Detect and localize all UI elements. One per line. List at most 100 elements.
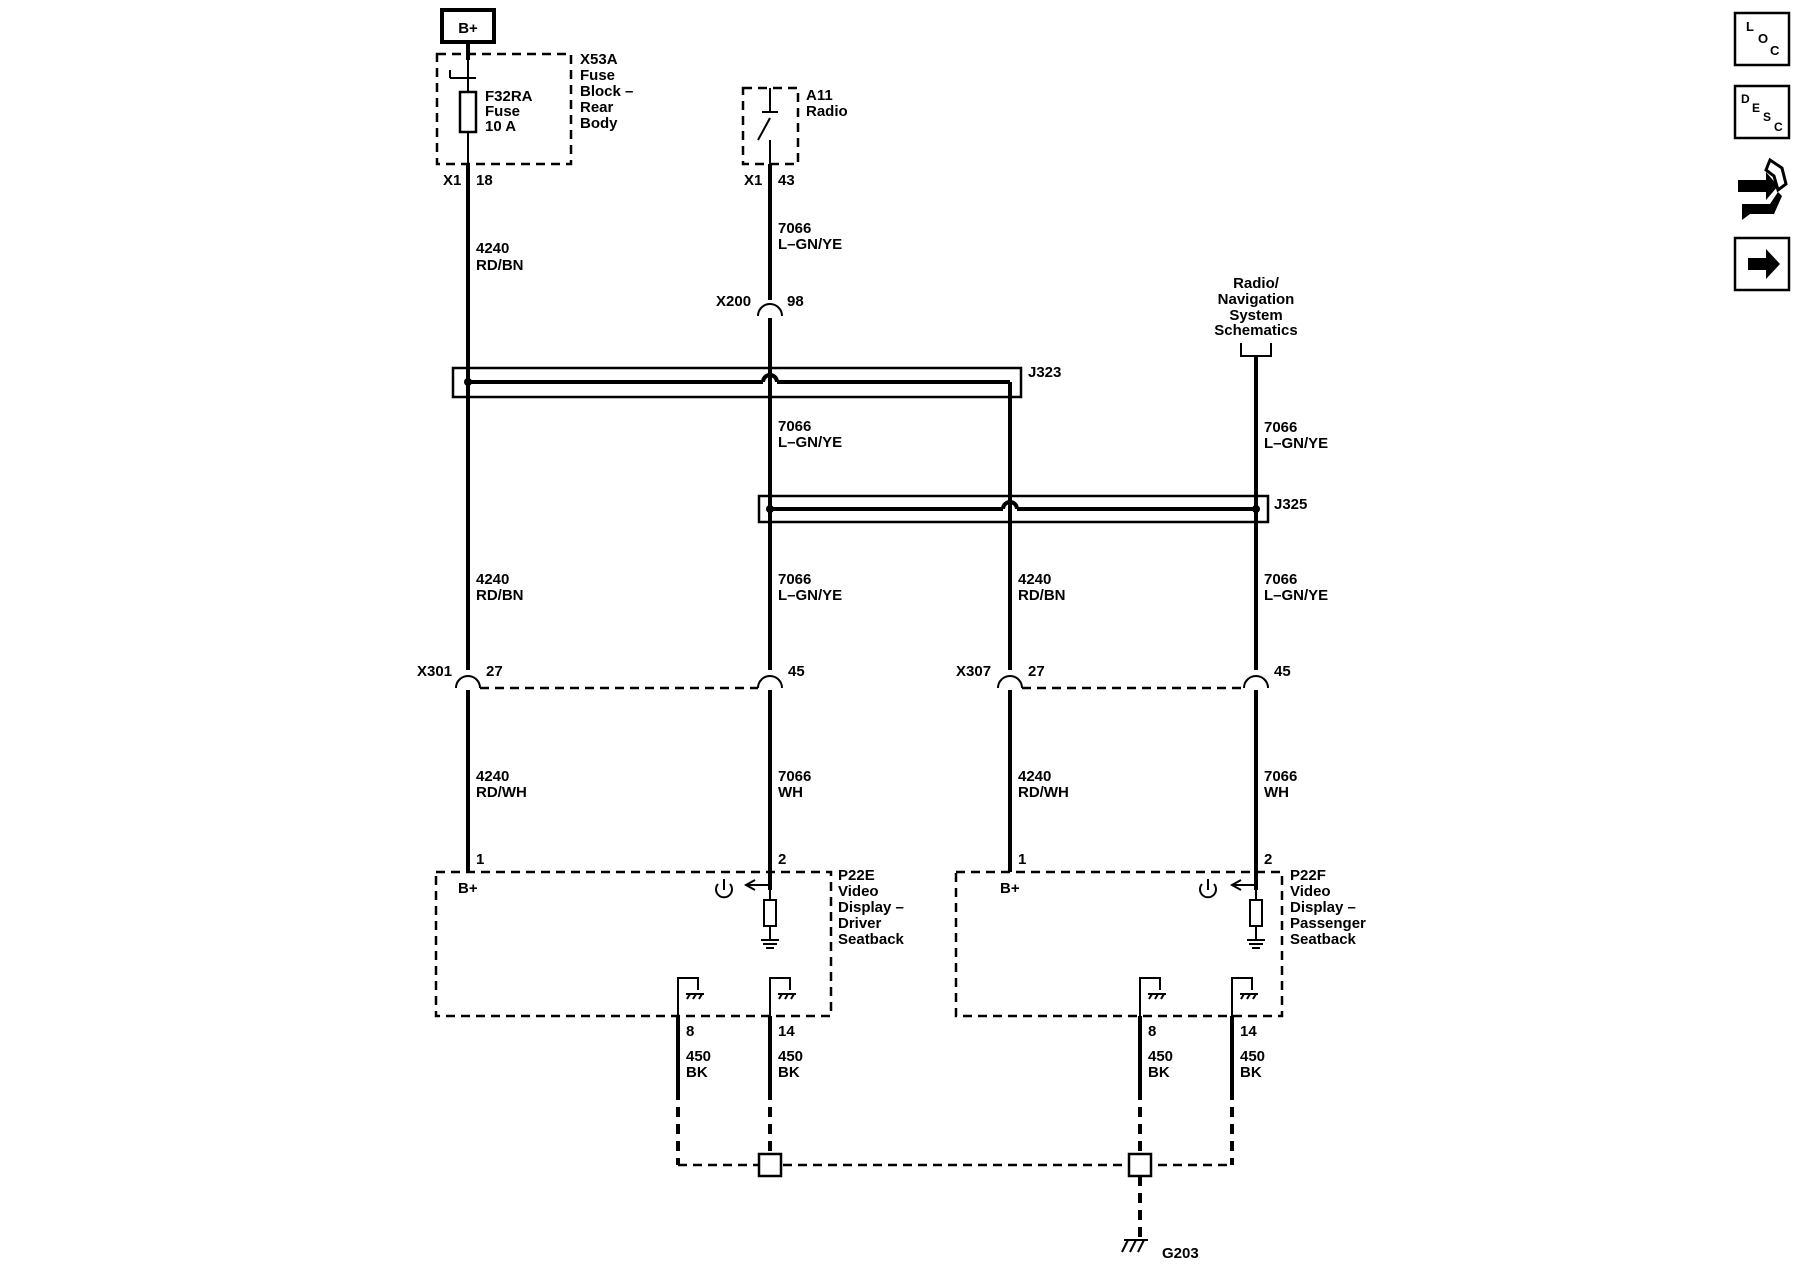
connector-name: X301 [417, 663, 452, 680]
location-button[interactable]: L O C [1733, 11, 1791, 67]
fuse-block-name-line: Rear [580, 99, 614, 116]
wire-label: RD/WH [1018, 784, 1069, 801]
pin-label: 14 [778, 1023, 795, 1040]
connector-pin: 98 [787, 293, 804, 310]
connector-view-button[interactable] [1738, 157, 1788, 220]
device-name-line: P22F [1290, 867, 1326, 884]
connector-x307: X307 27 45 [956, 663, 1291, 690]
device-name-line: Seatback [838, 931, 905, 948]
driver-video-display-p22e: 1 2 B+ P22E Video Display – Driver Seatb… [434, 851, 905, 1018]
wire-label: RD/BN [1018, 587, 1066, 604]
pin-label: 8 [686, 1023, 694, 1040]
resistor-icon [1249, 899, 1263, 927]
power-label: B+ [458, 20, 478, 37]
splice-name: J323 [1028, 364, 1061, 381]
connector-name: X307 [956, 663, 991, 680]
device-name-line: Video [838, 883, 879, 900]
loc-letter: C [1770, 43, 1780, 58]
ground-splice [757, 1152, 783, 1178]
radio-name-line: Radio [806, 103, 848, 120]
wire-label: 450 [1148, 1048, 1173, 1065]
arrow-right-icon [1748, 249, 1780, 279]
radio-name-line: A11 [806, 87, 833, 104]
chassis-ground-icon [778, 993, 796, 1000]
pin-label: 8 [1148, 1023, 1156, 1040]
wire-label: L–GN/YE [1264, 587, 1328, 604]
wire-label: L–GN/YE [778, 434, 842, 451]
wire-label: WH [1264, 784, 1289, 801]
splice-j325: J325 [757, 494, 1307, 524]
splice-j323: J323 [451, 364, 1061, 670]
power-icon [1199, 879, 1217, 899]
wire-label: 7066 [778, 768, 811, 785]
wire-label: L–GN/YE [1264, 435, 1328, 452]
wire-label: BK [1240, 1064, 1262, 1081]
connector-x301: X301 27 45 [417, 663, 805, 690]
wire-label: 4240 [1018, 571, 1051, 588]
ground-icon [1247, 939, 1265, 949]
fuse-block-name-line: X53A [580, 51, 618, 68]
ground-label: G203 [1162, 1245, 1199, 1262]
next-page-button[interactable] [1733, 236, 1791, 292]
description-icon: D E S C [1741, 92, 1783, 134]
power-icon [715, 879, 733, 899]
wire-label: L–GN/YE [778, 587, 842, 604]
wire-label: 4240 [476, 240, 509, 257]
connector-wrench-icon [1738, 157, 1788, 220]
device-name-line: Video [1290, 883, 1331, 900]
loc-letter: L [1746, 19, 1754, 34]
wire-label: 450 [686, 1048, 711, 1065]
wire-label: 4240 [1018, 768, 1051, 785]
device-name-line: Display – [838, 899, 904, 916]
connector-name: X200 [716, 293, 751, 310]
ground-network: G203 [676, 1090, 1234, 1262]
wire-label: RD/WH [476, 784, 527, 801]
wire-label: L–GN/YE [778, 236, 842, 253]
fuse-label-line: Fuse [485, 103, 520, 120]
pin-label: 2 [1264, 851, 1272, 868]
chassis-ground-icon [686, 993, 704, 1000]
chassis-ground-icon [1148, 993, 1166, 1000]
radio-pin: 43 [778, 172, 795, 189]
reference-line: Schematics [1214, 322, 1297, 339]
ground-icon [761, 939, 779, 949]
reference-line: System [1229, 307, 1282, 324]
fuse-block-pin: 18 [476, 172, 493, 189]
connector-pin: 45 [788, 663, 805, 680]
connector-pin: 27 [486, 663, 503, 680]
device-name-line: Passenger [1290, 915, 1366, 932]
wire-label: 7066 [1264, 768, 1297, 785]
device-name-line: Seatback [1290, 931, 1357, 948]
wire-label: 450 [1240, 1048, 1265, 1065]
b-plus-label: B+ [1000, 880, 1020, 897]
radio-connector: X1 [744, 172, 762, 189]
description-button[interactable]: D E S C [1733, 84, 1791, 140]
wire-label: 7066 [778, 418, 811, 435]
wire-label: 7066 [1264, 571, 1297, 588]
device-name-line: P22E [838, 867, 875, 884]
desc-letter: D [1741, 92, 1750, 106]
wire-label: 450 [778, 1048, 803, 1065]
wire-label: BK [778, 1064, 800, 1081]
device-name-line: Display – [1290, 899, 1356, 916]
fuse-block-name-line: Body [580, 115, 618, 132]
fuse-block-x53a: F32RA Fuse 10 A X53A Fuse Block – Rear B… [435, 51, 633, 166]
fuse-block-name-line: Block – [580, 83, 633, 100]
wire-label: 4240 [476, 768, 509, 785]
fuse-block-name-line: Fuse [580, 67, 615, 84]
reference-line: Navigation [1218, 291, 1295, 308]
connector-x200: X200 98 [716, 293, 804, 317]
ground-g203-icon [1121, 1239, 1148, 1253]
wire-label: 7066 [778, 220, 811, 237]
resistor-icon [763, 899, 777, 927]
wire-label: WH [778, 784, 803, 801]
fuse-label-line: 10 A [485, 118, 516, 135]
splice-name: J325 [1274, 496, 1307, 513]
wire-label: BK [1148, 1064, 1170, 1081]
wire-label: RD/BN [476, 587, 524, 604]
connector-pin: 45 [1274, 663, 1291, 680]
wire-label: BK [686, 1064, 708, 1081]
reference-line: Radio/ [1233, 275, 1280, 292]
wire-label: 7066 [1264, 419, 1297, 436]
pin-label: 2 [778, 851, 786, 868]
